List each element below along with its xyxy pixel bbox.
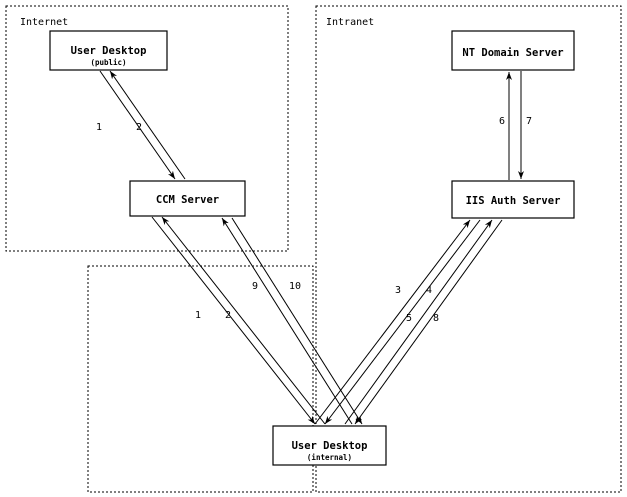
node-user-desktop-public-title: User Desktop xyxy=(71,45,147,57)
node-user-desktop-internal-title: User Desktop xyxy=(292,440,368,452)
flow-step-label-3: 3 xyxy=(395,285,401,296)
node-user-desktop-internal-box[interactable] xyxy=(272,425,387,466)
node-nt-domain-server-box[interactable] xyxy=(451,30,575,71)
flow-line-2 xyxy=(109,70,186,180)
flow-line-10 xyxy=(231,217,363,425)
flow-line-2b xyxy=(161,216,326,425)
flow-step-label-6: 6 xyxy=(499,116,505,127)
flow-step-label-4: 4 xyxy=(426,285,432,296)
flow-line-1b xyxy=(151,216,316,425)
node-user-desktop-internal[interactable]: User Desktop (internal) xyxy=(272,425,387,466)
node-ccm-server-box[interactable] xyxy=(129,180,246,217)
node-user-desktop-public-subtitle: (public) xyxy=(90,58,126,67)
flow-group-internal-iis-a: 3 4 xyxy=(314,219,481,425)
flow-step-label-2b: 2 xyxy=(225,310,231,321)
flow-line-5 xyxy=(344,219,493,425)
flow-step-label-7: 7 xyxy=(526,116,532,127)
zone-intranet-border xyxy=(315,5,622,493)
flow-line-4 xyxy=(324,219,481,425)
flow-step-label-1: 1 xyxy=(96,122,102,133)
zone-intranet-label: Intranet xyxy=(326,17,374,28)
node-iis-auth-server[interactable]: IIS Auth Server xyxy=(451,180,575,219)
flow-group-ccm-internal-a: 1 2 xyxy=(151,216,326,425)
flow-step-label-2: 2 xyxy=(136,122,142,133)
node-iis-auth-server-box[interactable] xyxy=(451,180,575,219)
flow-group-public-ccm: 1 2 xyxy=(96,70,186,180)
node-ccm-server-title: CCM Server xyxy=(156,194,219,206)
flow-step-label-8: 8 xyxy=(433,313,439,324)
flow-group-internal-iis-b: 5 8 xyxy=(344,219,503,425)
node-ccm-server[interactable]: CCM Server xyxy=(129,180,246,217)
node-iis-auth-server-title: IIS Auth Server xyxy=(466,195,561,207)
node-user-desktop-public[interactable]: User Desktop (public) xyxy=(49,30,168,71)
node-nt-domain-server-title: NT Domain Server xyxy=(462,47,563,59)
flow-line-9 xyxy=(221,217,353,425)
flow-line-8 xyxy=(354,219,503,425)
zone-internet-border xyxy=(5,5,289,252)
flow-group-iis-ntdomain: 6 7 xyxy=(499,71,532,180)
flow-step-label-5: 5 xyxy=(406,313,412,324)
node-nt-domain-server[interactable]: NT Domain Server xyxy=(451,30,575,71)
zone-intranet: Intranet xyxy=(315,5,622,493)
node-user-desktop-public-box[interactable] xyxy=(49,30,168,71)
flow-step-label-1b: 1 xyxy=(195,310,201,321)
flow-line-1 xyxy=(99,70,176,180)
flow-step-label-9: 9 xyxy=(252,281,258,292)
node-user-desktop-internal-subtitle: (internal) xyxy=(307,453,352,462)
flow-group-internal-ccm-b: 9 10 xyxy=(221,217,363,425)
flow-line-3 xyxy=(314,219,471,425)
zone-internet: Internet xyxy=(5,5,289,252)
zone-internet-label: Internet xyxy=(20,17,68,28)
flow-step-label-10: 10 xyxy=(289,281,301,292)
